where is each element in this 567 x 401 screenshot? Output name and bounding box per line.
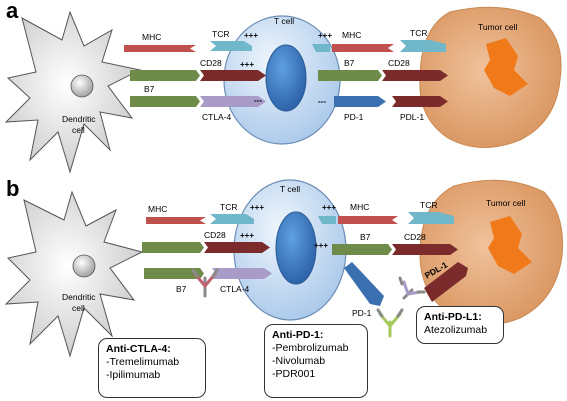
- cd28-right-arrow-b: [392, 244, 458, 255]
- b7-right-bar-a: [318, 70, 382, 81]
- dendritic-word-b: Dendritic: [62, 292, 96, 302]
- cd28-right-label-b: CD28: [404, 232, 426, 242]
- antibody-y-icon-pdl1: [398, 276, 426, 300]
- cd28-label-a: CD28: [200, 58, 222, 68]
- mhc-right-label-b: MHC: [350, 202, 369, 212]
- anti-ctla4-drug: -Ipilimumab: [106, 369, 161, 381]
- b7-left-label-a: B7: [144, 84, 155, 94]
- dendritic-nucleus-a: [70, 74, 94, 98]
- minus-ctla4-a: ---: [254, 96, 262, 105]
- tcr-right-a: [400, 40, 446, 52]
- t-cell-nucleus-a: [265, 44, 307, 112]
- mhc-right-label-a: MHC: [342, 30, 361, 40]
- plus-b7-right-b: +++: [314, 241, 328, 250]
- pdl1-label-a: PDL-1: [400, 112, 424, 122]
- panel-label-a: a: [6, 0, 19, 23]
- pd1-label-a: PD-1: [344, 112, 364, 122]
- cd28-right-arrow-a: [382, 70, 448, 81]
- b7-right-bar-b: [332, 244, 392, 255]
- t-cell-label-a: T cell: [274, 16, 294, 26]
- tcr-right-b: [408, 212, 454, 224]
- t-cell-nucleus-b: [275, 211, 317, 285]
- mhc-left-a: [124, 45, 196, 52]
- plus-mhc-right-b: +++: [322, 203, 336, 212]
- anti-pd1-title: Anti-PD-1:: [272, 329, 324, 341]
- tcr-left-label-b: TCR: [220, 202, 237, 212]
- anti-ctla4-title: Anti-CTLA-4:: [106, 343, 171, 355]
- dendritic-word-a: Dendritic: [62, 114, 96, 124]
- antibody-y-icon-pd1: [376, 308, 404, 338]
- anti-pdl1-title: Anti-PD-L1:: [424, 311, 482, 323]
- b7-bar-top-a: [130, 70, 200, 81]
- cd28-arrow-b: [204, 242, 270, 253]
- cd28-label-b: CD28: [204, 230, 226, 240]
- pdl1-arrow-b: [424, 262, 468, 302]
- ctla4-label-b: CTLA-4: [220, 284, 250, 294]
- anti-pd1-drug: -Pembrolizumab: [272, 342, 349, 354]
- tumor-nucleus-b: [488, 216, 532, 274]
- ctla4-label-a: CTLA-4: [202, 112, 232, 122]
- plus-tcr-b: +++: [250, 203, 264, 212]
- tumor-cell-label-b: Tumor cell: [486, 198, 525, 208]
- cell-word-b: cell: [72, 303, 85, 313]
- anti-ctla4-drug: -Tremelimumab: [106, 356, 180, 368]
- mhc-right-b: [338, 216, 398, 224]
- b7-bar-bottom-b: [144, 268, 204, 279]
- b7-right-label-a: B7: [344, 58, 355, 68]
- pdl1-arrow-a: [392, 96, 448, 107]
- cd28-arrow-a: [200, 70, 266, 81]
- tcr-right-side-a: [312, 44, 330, 52]
- tcr-right-label-b: TCR: [420, 200, 437, 210]
- tumor-cell-label-a: Tumor cell: [478, 22, 517, 32]
- plus-mhc-right-a: +++: [318, 31, 332, 40]
- tcr-right-side-b: [318, 216, 336, 224]
- ctla4-arrow-b: [212, 268, 272, 279]
- ctla4-arrow-a: [200, 96, 266, 107]
- anti-pdl1-box: Anti-PD-L1: Atezolizumab: [416, 306, 504, 344]
- tcr-left-a: [210, 41, 252, 51]
- b7-bar-bottom-a: [130, 96, 200, 107]
- dendritic-nucleus-b: [72, 254, 96, 278]
- tumor-nucleus-a: [484, 38, 528, 96]
- anti-pd1-box: Anti-PD-1: -Pembrolizumab -Nivolumab -PD…: [264, 324, 368, 398]
- pd1-label-b: PD-1: [352, 308, 372, 318]
- panel-label-b: b: [6, 176, 19, 201]
- tcr-left-b: [210, 214, 254, 224]
- minus-pd1-a: ---: [318, 97, 326, 106]
- pd1-arrow-b: [344, 262, 384, 306]
- anti-pd1-drug: -PDR001: [272, 368, 316, 380]
- anti-ctla4-box: Anti-CTLA-4: -Tremelimumab -Ipilimumab: [98, 338, 206, 398]
- plus-cd28-a: +++: [240, 60, 254, 69]
- mhc-right-a: [332, 44, 394, 52]
- tcr-left-label-a: TCR: [212, 29, 229, 39]
- dendritic-cell-label-b: Dendritic cell: [62, 292, 98, 313]
- antibody-y-icon-ctla4: [191, 268, 219, 298]
- dendritic-cell-label-a: Dendritic cell: [62, 114, 98, 135]
- cd28-right-label-a: CD28: [388, 58, 410, 68]
- mhc-left-label-a: MHC: [142, 32, 161, 42]
- dendritic-cell-b: [4, 190, 144, 358]
- b7-bar-top-b: [142, 242, 204, 253]
- anti-pd1-drug: -Nivolumab: [272, 355, 326, 367]
- plus-cd28-b: +++: [240, 231, 254, 240]
- anti-pdl1-drug: Atezolizumab: [424, 324, 488, 336]
- plus-tcr-a: +++: [244, 31, 258, 40]
- tcr-right-label-a: TCR: [410, 28, 427, 38]
- b7-left-label-b: B7: [176, 284, 187, 294]
- mhc-left-b: [146, 217, 206, 224]
- mhc-left-label-b: MHC: [148, 204, 167, 214]
- t-cell-label-b: T cell: [280, 184, 300, 194]
- b7-right-label-b: B7: [360, 232, 371, 242]
- cell-word-a: cell: [72, 125, 85, 135]
- pd1-arrow-a: [334, 96, 386, 107]
